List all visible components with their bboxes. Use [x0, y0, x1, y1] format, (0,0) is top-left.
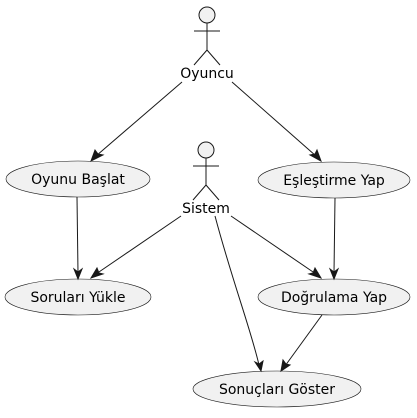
arrowhead — [89, 266, 105, 279]
edge-sistem-to-dogrulama-yap — [230, 215, 323, 279]
edge-oyuncu-to-oyunu-baslat — [90, 81, 183, 163]
usecase-sonuclari-goster[interactable]: Sonuçları Göster — [192, 370, 362, 408]
edge-line — [95, 215, 182, 275]
edge-oyunu-baslat-to-sorulari-yukle — [72, 196, 84, 281]
actor-oyuncu-head — [198, 6, 216, 24]
usecase-sonuclari-goster-label: Sonuçları Göster — [219, 382, 335, 398]
usecase-eslestirme-yap-shape — [257, 161, 411, 199]
edge-line — [95, 81, 183, 157]
actor-sistem-label: Sistem — [182, 201, 230, 217]
usecase-dogrulama-yap[interactable]: Doğrulama Yap — [257, 278, 411, 316]
usecase-oyunu-baslat[interactable]: Oyunu Başlat — [5, 160, 151, 198]
edge-oyuncu-to-eslestirme-yap — [231, 81, 322, 163]
edge-line — [284, 314, 323, 367]
actor-sistem-head — [197, 141, 215, 159]
usecase-eslestirme-yap[interactable]: Eşleştirme Yap — [257, 161, 411, 199]
usecase-dogrulama-yap-label: Doğrulama Yap — [281, 290, 387, 306]
arrowhead — [90, 148, 105, 163]
edge-eslestirme-yap-to-dogrulama-yap — [328, 197, 340, 281]
edge-sistem-to-sonuclari-goster — [214, 215, 264, 373]
actor-sistem-body — [192, 158, 220, 201]
usecase-eslestirme-yap-label: Eşleştirme Yap — [283, 173, 385, 189]
arrowhead — [328, 267, 340, 281]
actor-sistem[interactable]: Sistem — [182, 141, 230, 217]
edge-line — [231, 81, 317, 157]
edge-sistem-to-sorulari-yukle — [89, 215, 182, 279]
actor-oyuncu-label: Oyuncu — [180, 66, 234, 82]
usecase-sorulari-yukle-label: Soruları Yükle — [30, 290, 125, 306]
edge-line — [230, 215, 317, 275]
arrowhead — [307, 266, 323, 279]
arrowhead — [253, 359, 264, 373]
arrowhead — [72, 267, 84, 281]
usecase-sonuclari-goster-shape — [192, 370, 362, 408]
edge-line — [333, 197, 336, 274]
edge-line — [214, 215, 260, 366]
edge-line — [76, 196, 79, 274]
actor-oyuncu-body — [193, 23, 221, 66]
usecase-oyunu-baslat-label: Oyunu Başlat — [31, 172, 125, 188]
arrowhead — [280, 358, 292, 373]
actor-oyuncu[interactable]: Oyuncu — [180, 6, 234, 82]
arrowhead — [308, 148, 322, 163]
usecase-oyunu-baslat-shape — [5, 160, 151, 198]
usecase-sorulari-yukle[interactable]: Soruları Yükle — [4, 278, 152, 316]
edge-dogrulama-yap-to-sonuclari-goster — [280, 314, 323, 373]
